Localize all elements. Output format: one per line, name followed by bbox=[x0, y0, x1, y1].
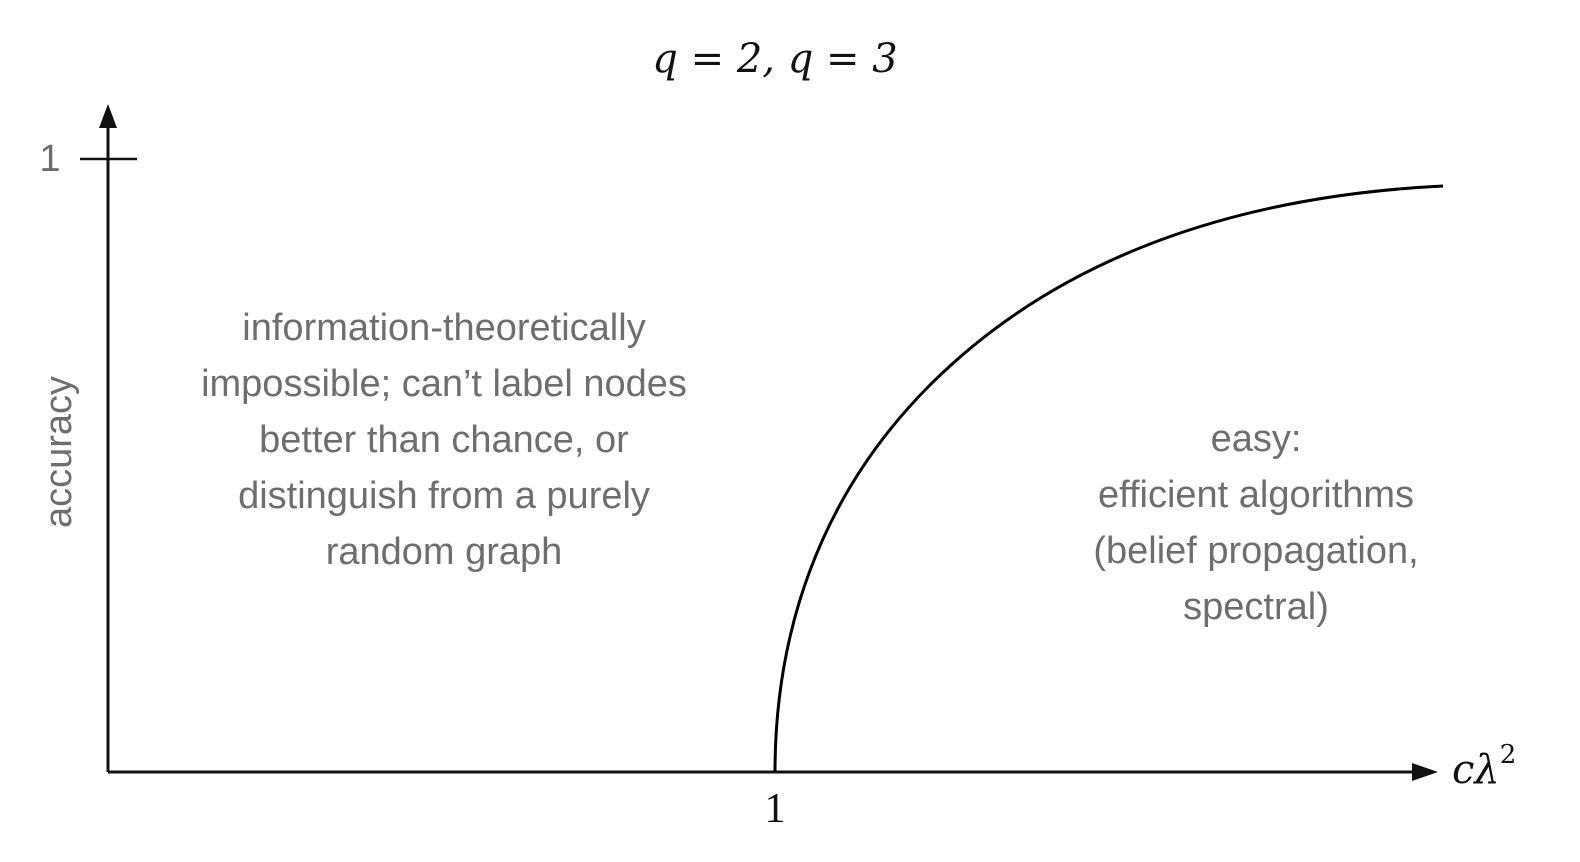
x-tick-label: 1 bbox=[765, 786, 786, 832]
x-axis-label: cλ2 bbox=[1452, 740, 1516, 793]
y-axis-label: accuracy bbox=[38, 376, 80, 528]
easy-region-line: efficient algorithms bbox=[1098, 474, 1414, 516]
x-axis-label-exponent: 2 bbox=[1500, 740, 1517, 770]
impossible-region-line: better than chance, or bbox=[259, 419, 629, 461]
impossible-region-line: information-theoretically bbox=[242, 307, 645, 349]
impossible-region-line: impossible; can’t label nodes bbox=[201, 363, 687, 405]
diagram-title: q = 2, q = 3 bbox=[652, 36, 897, 82]
impossible-region-line: random graph bbox=[326, 531, 563, 573]
y-axis-arrowhead bbox=[99, 104, 117, 128]
x-axis-label-base: cλ bbox=[1452, 747, 1500, 793]
impossible-region-label: information-theoretically impossible; ca… bbox=[201, 307, 687, 573]
accuracy-curve bbox=[773, 184, 1444, 773]
easy-region-line: easy: bbox=[1211, 418, 1302, 460]
easy-region-line: (belief propagation, bbox=[1093, 530, 1418, 572]
easy-region-label: easy: efficient algorithms (belief propa… bbox=[1093, 418, 1418, 628]
easy-region-line: spectral) bbox=[1183, 586, 1329, 628]
impossible-region-line: distinguish from a purely bbox=[238, 475, 650, 517]
x-axis-arrowhead bbox=[1412, 763, 1438, 781]
y-tick-label: 1 bbox=[39, 138, 60, 180]
